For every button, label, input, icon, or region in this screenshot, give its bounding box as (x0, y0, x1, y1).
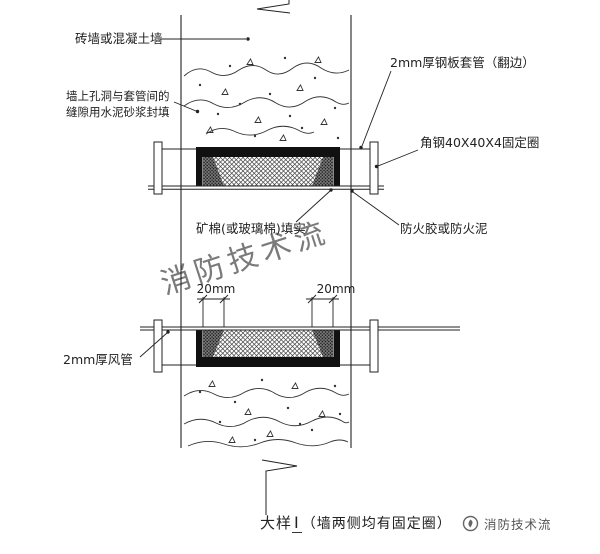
label-fixing-ring: 角钢40X40X4固定圈 (420, 135, 539, 150)
leader-fire-sealant (352, 191, 400, 226)
fire-sealant-right (312, 330, 333, 357)
leader-sleeve (361, 70, 392, 147)
sleeve-end-left (196, 157, 203, 186)
leader-dots (166, 37, 379, 334)
sleeve-assembly-bottom (140, 319, 460, 373)
concrete-hatch-top (183, 56, 350, 141)
fixing-ring-flange-left (153, 141, 163, 195)
sleeve-end-right (333, 330, 340, 357)
wall-break-bottom-icon (261, 459, 298, 515)
steel-sleeve-plate (196, 147, 340, 157)
duct-wall-lines (140, 326, 460, 366)
sleeve-end-left (196, 330, 203, 357)
label-duct: 2mm厚风管 (63, 352, 133, 367)
leader-lines (139, 38, 419, 358)
aggregate-triangles (208, 380, 326, 443)
fixing-ring-flange-right (369, 319, 379, 373)
aggregate-dots (198, 56, 340, 140)
sleeve-end-right (333, 157, 340, 186)
leader-duct (139, 332, 168, 358)
fixing-ring-flange-left (153, 319, 163, 373)
brand-signature: 消防技术流 (462, 514, 552, 533)
brand-name: 消防技术流 (484, 517, 552, 532)
leader-mineral-wool (295, 190, 331, 223)
label-hole-gap-line2: 缝隙用水泥砂浆封填 (66, 105, 170, 119)
fire-sealant-left (203, 157, 224, 186)
concrete-hatch-bottom (183, 378, 350, 448)
wall-break-top-icon (256, 0, 291, 14)
fixing-ring-flange-right (369, 141, 379, 195)
drawing-title-prefix: 大样 (260, 514, 293, 532)
label-hole-gap-line1: 墙上孔洞与套管间的 (66, 89, 170, 103)
duct-wall-lines (148, 148, 384, 190)
sleeve-assembly-top (148, 141, 384, 195)
dimension-left-value: 20mm (197, 282, 236, 296)
label-mineral-wool: 矿棉(或玻璃棉)填实 (196, 221, 306, 236)
aggregate-dots (198, 378, 342, 442)
mineral-wool-packing (203, 157, 333, 186)
leader-hole-gap (173, 101, 197, 112)
dimension-right-value: 20mm (317, 282, 356, 296)
dimension-right (306, 294, 339, 327)
drawing-title-numeral: Ⅰ (292, 513, 302, 533)
fire-sealant-right (312, 157, 333, 186)
label-sleeve: 2mm厚钢板套管（翻边） (390, 55, 535, 70)
fire-sealant-left (203, 330, 224, 357)
aggregate-triangles (206, 56, 328, 141)
mineral-wool-packing (203, 330, 333, 357)
brand-logo-icon (462, 515, 479, 532)
leader-fixing-ring (377, 149, 419, 167)
steel-sleeve-plate (196, 357, 340, 367)
drawing-title-suffix: （墙两侧均有固定圈） (301, 516, 452, 532)
wall-face-lines (180, 15, 352, 448)
dimension-left (197, 294, 230, 327)
label-fire-sealant: 防火胶或防火泥 (400, 221, 488, 236)
label-wall: 砖墙或混凝土墙 (75, 31, 163, 46)
